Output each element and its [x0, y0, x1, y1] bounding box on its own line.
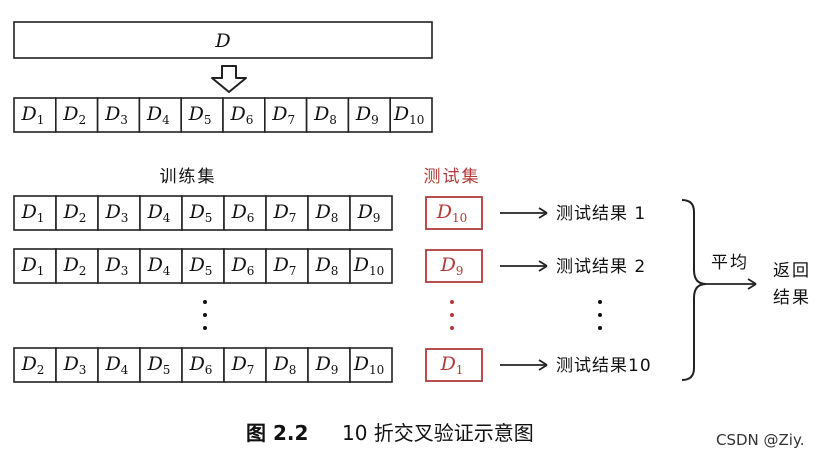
partition-cell-label: D3	[104, 103, 128, 127]
partition-cell	[347, 97, 391, 133]
partition-row: D1 D2 D3 D4 D5 D6 D7 D8 D9 D10	[13, 97, 433, 133]
train-cell-label: D8	[315, 254, 339, 278]
ellipsis-results	[598, 300, 602, 330]
return-label-line2: 结果	[773, 288, 811, 308]
train-cell-label: D7	[231, 353, 255, 377]
average-arrow	[706, 278, 757, 290]
train-cell-label: D6	[189, 353, 213, 377]
result-arrowhead	[538, 260, 548, 272]
result-arrowhead	[538, 207, 548, 219]
partition-cell-label: D6	[229, 103, 253, 127]
train-cell-label: D6	[231, 254, 255, 278]
train-cell	[97, 248, 141, 284]
train-cell	[223, 347, 267, 383]
train-cell-label: D2	[63, 201, 87, 225]
partition-cell-label: D10	[393, 103, 425, 127]
train-cell	[181, 347, 225, 383]
train-cell	[13, 347, 57, 383]
split-arrow-icon	[211, 65, 247, 93]
train-cell	[139, 195, 183, 231]
train-cell-label: D6	[231, 201, 255, 225]
train-set-label: 训练集	[160, 167, 217, 187]
test-result-label: 测试结果 2	[556, 257, 646, 277]
train-cell	[181, 195, 225, 231]
partition-cell	[180, 97, 224, 133]
train-cell-label: D9	[315, 353, 339, 377]
partition-cell-label: D7	[271, 103, 295, 127]
partition-cell	[96, 97, 141, 133]
train-cell	[349, 195, 393, 231]
train-cell	[55, 248, 99, 284]
dataset-label: D	[214, 30, 230, 52]
test-result-label: 测试结果10	[556, 356, 652, 376]
train-cell-label: D2	[63, 254, 87, 278]
train-cell-label: D4	[105, 353, 129, 377]
train-cell	[349, 248, 393, 284]
train-cell-label: D8	[315, 201, 339, 225]
train-cell-label: D1	[21, 201, 45, 225]
partition-cell	[138, 97, 182, 133]
train-cell-label: D5	[189, 201, 213, 225]
train-cell-label: D3	[105, 201, 129, 225]
train-cell-label: D3	[105, 254, 129, 278]
fold-row: D1 D2 D3 D4 D5 D6 D7 D8 D10 D9 测试结果 2	[13, 248, 646, 284]
partition-cell-label: D2	[62, 103, 86, 127]
partition-cell-label: D1	[20, 103, 44, 127]
result-arrowhead	[538, 359, 548, 371]
return-label-line1: 返回	[773, 261, 811, 281]
train-cell-label: D9	[357, 201, 381, 225]
test-result-label: 测试结果 1	[556, 204, 646, 224]
ellipsis-test	[450, 300, 454, 330]
train-cell-label: D1	[21, 254, 45, 278]
train-cell-label: D5	[147, 353, 171, 377]
train-cell-label: D5	[189, 254, 213, 278]
test-fold-label: D9	[440, 254, 464, 278]
train-cell-label: D10	[353, 254, 385, 278]
train-cell-label: D7	[273, 254, 297, 278]
aggregate-brace	[681, 199, 707, 381]
figure-number: 图 2.2	[246, 421, 308, 445]
average-label: 平均	[711, 253, 749, 273]
train-cell	[139, 347, 183, 383]
train-cell	[97, 195, 141, 231]
train-cell	[349, 347, 393, 383]
train-cell	[307, 195, 351, 231]
test-fold-label: D10	[436, 201, 468, 225]
ellipsis-train	[203, 300, 207, 330]
partition-cell-label: D5	[188, 103, 212, 127]
train-cell	[13, 248, 57, 284]
test-set-label: 测试集	[424, 167, 481, 187]
partition-cell	[222, 97, 266, 133]
dataset-box: D	[13, 21, 433, 59]
train-cell-label: D8	[273, 353, 297, 377]
train-cell-label: D10	[353, 353, 385, 377]
test-fold-box	[425, 249, 483, 283]
train-cell	[223, 248, 267, 284]
test-fold-label: D1	[440, 353, 464, 377]
partition-cell-label: D8	[313, 103, 337, 127]
train-cell	[139, 248, 183, 284]
fold-row: D2 D3 D4 D5 D6 D7 D8 D9 D10 D1 测试结果10	[13, 347, 652, 383]
fold-row: D1 D2 D3 D4 D5 D6 D7 D8 D9 D10 测试结果 1	[13, 195, 646, 231]
test-fold-box	[425, 196, 483, 230]
test-fold-box	[425, 348, 483, 382]
partition-cell	[54, 97, 99, 133]
partition-cell-label: D4	[146, 103, 170, 127]
train-cell-label: D4	[147, 254, 171, 278]
figure-caption: 10 折交叉验证示意图	[342, 421, 534, 445]
train-cell	[265, 248, 309, 284]
partition-cell	[13, 97, 57, 133]
train-cell-label: D7	[273, 201, 297, 225]
train-cell	[55, 195, 99, 231]
train-cell-label: D4	[147, 201, 171, 225]
watermark: CSDN @Ziy.	[716, 431, 804, 449]
partition-cell-label: D9	[355, 103, 379, 127]
train-cell	[265, 195, 309, 231]
train-cell-label: D2	[21, 353, 45, 377]
train-cell-label: D3	[63, 353, 87, 377]
partition-cell	[389, 97, 433, 133]
